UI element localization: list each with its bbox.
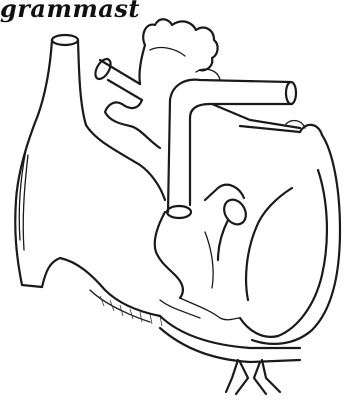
left-atrium (105, 19, 218, 148)
aorta (167, 69, 296, 218)
ventricle-wall (240, 125, 340, 344)
inferior-vena-cava (160, 316, 300, 394)
superior-vena-cava (15, 35, 86, 287)
pulmonary-trunk (205, 185, 250, 260)
right-pulmonary-branch (212, 104, 305, 132)
right-atrium (42, 125, 165, 326)
septum (155, 212, 240, 320)
pulmonary-vein-upper (92, 56, 142, 100)
